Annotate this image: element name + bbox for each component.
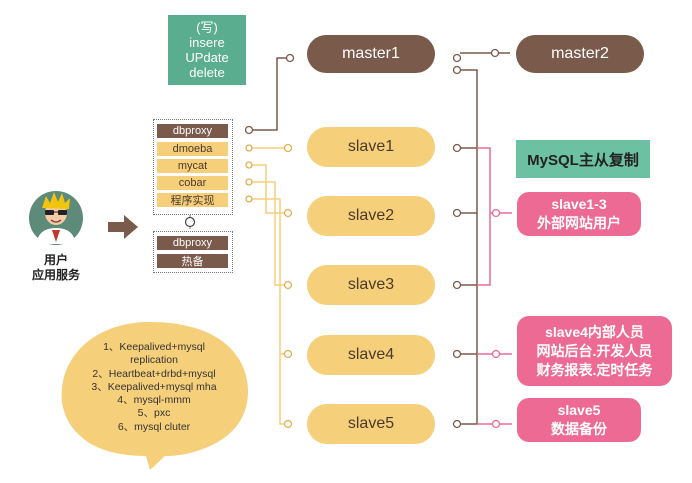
connector-proxy-c [245,178,253,186]
connector-slave1 [283,143,293,153]
proxy-option-custom: 程序实现 [157,193,228,207]
usage-slave4-box: slave4内部人员 网站后台.开发人员 财务报表.定时任务 [517,316,672,386]
slave3-node: slave3 [307,265,435,305]
ha-solution-item: 1、Keepalived+mysql [103,341,205,353]
connector-usage-5 [491,419,501,429]
line-proxy-slaves [249,164,284,214]
connector-slave4 [283,349,293,359]
connector-slave3 [283,280,293,290]
ha-solution-item: replication [130,354,178,367]
ha-solution-item: 6、mysql cluter [117,420,191,433]
write-operations-box: (写) insere UPdate delete [168,15,246,85]
usage-slave5-line2: 数据备份 [551,421,607,437]
usage-slave4-line1: slave4内部人员 [545,323,644,340]
usage-slave4-line3: 财务报表.定时任务 [536,361,653,378]
connector-s1-right [452,143,462,153]
line-proxy-slave45 [249,198,284,425]
user-label: 用户 应用服务 [26,253,86,283]
connector-s3-right [452,280,462,290]
connector-proxy-b [245,161,253,169]
standby-proxy-name: dbproxy [157,236,228,250]
operations-line2: insere [189,35,225,50]
master2-node: master2 [516,35,644,73]
proxy-option-mycat: mycat [157,159,228,173]
connector-s2-right [452,208,462,218]
user-label-line1: 用户 [43,253,68,267]
proxy-option-dbproxy: dbproxy [157,124,228,138]
connector-usage-13 [491,208,501,218]
connector-proxy-a [245,144,253,152]
usage-slave5-line1: slave5 [557,402,601,418]
usage-slave1-3-line1: slave1-3 [551,196,607,212]
line-proxy-master1 [249,57,290,131]
ha-solution-item: 5、pxc [137,407,171,420]
standby-proxy-role: 热备 [157,254,228,268]
proxy-option-dmoeba: dmoeba [157,142,228,156]
ha-solution-item: 2、Heartbeat+drbd+mysql [92,367,216,380]
slave4-node: slave4 [307,335,435,375]
line-usage-slave1-3 [477,147,491,286]
connector-m2 [490,48,500,58]
slave1-node: slave1 [307,127,435,167]
connector-s4-right [452,349,462,359]
usage-slave1-3-box: slave1-3 外部网站用户 [517,192,641,236]
connector-proxy-master1 [244,125,254,135]
replication-label: MySQL主从复制 [516,140,650,178]
master1-node: master1 [307,35,435,73]
slave5-node: slave5 [307,404,435,444]
operations-line1: (写) [196,20,218,35]
usage-slave4-line2: 网站后台.开发人员 [536,342,653,359]
line-replication-trunk [460,69,478,424]
usage-slave5-box: slave5 数据备份 [517,398,641,442]
proxy-options-box: dbproxy dmoeba mycat cobar 程序实现 [153,119,233,215]
speech-bubble [61,322,249,470]
connector-usage-4 [491,349,501,359]
usage-slave1-3-line2: 外部网站用户 [537,215,621,231]
proxy-standby-box: dbproxy 热备 [153,231,233,273]
ha-solutions-list: 1、Keepalived+mysql replication 2、Heartbe… [64,341,244,434]
connector-slave2 [283,208,293,218]
connector-m1-b [452,65,462,75]
connector-proxy-d [245,195,253,203]
user-label-line2: 应用服务 [31,268,80,282]
user-avatar-icon [29,191,83,245]
connector-master1 [285,53,295,63]
connector-s5-right [452,419,462,429]
ha-solution-item: 3、Keepalived+mysql mha [91,380,217,393]
operations-line4: delete [189,65,225,80]
ha-solution-item: 4、mysql-mmm [117,394,191,407]
sync-icon [184,216,196,228]
proxy-option-cobar: cobar [157,176,228,190]
connector-m1-a [452,53,462,63]
connector-slave5 [283,419,293,429]
slave2-node: slave2 [307,196,435,236]
arrow-icon [108,215,138,239]
operations-line3: UPdate [185,50,229,65]
